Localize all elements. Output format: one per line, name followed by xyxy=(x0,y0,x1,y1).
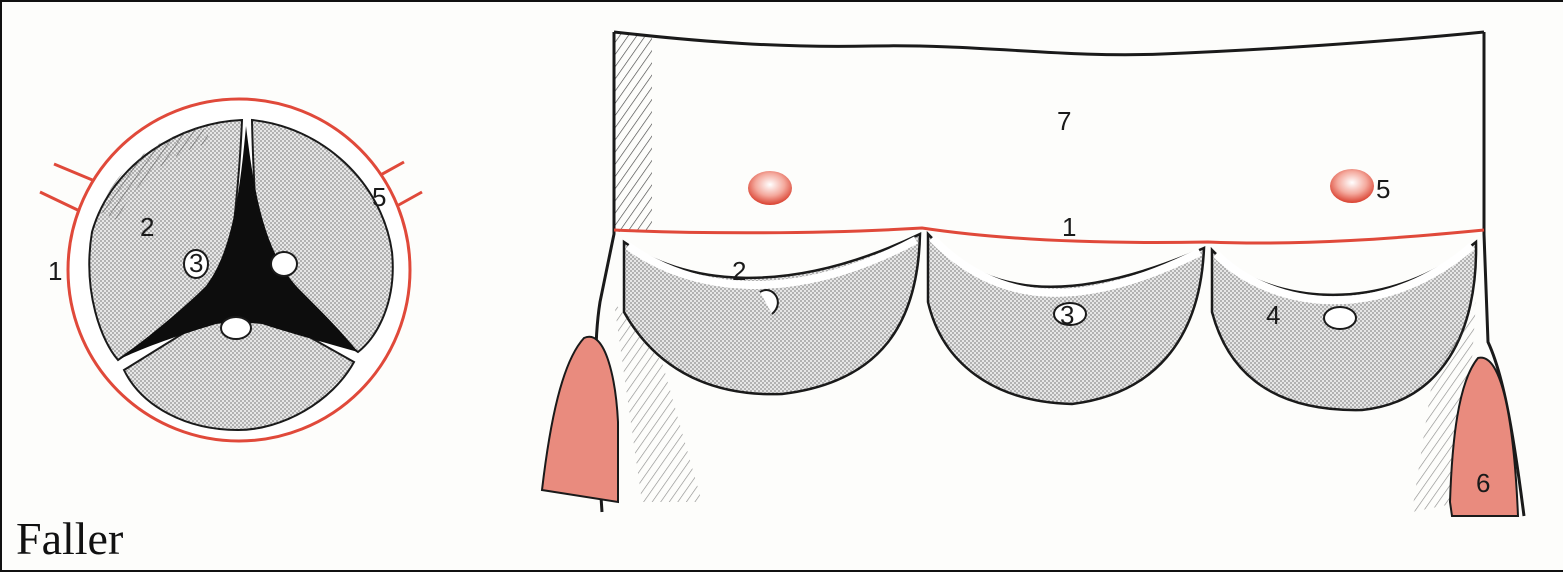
nodule-c xyxy=(221,317,251,339)
open-label-7: 7 xyxy=(1057,106,1071,136)
valve-opened-view: 7 5 1 2 3 4 6 xyxy=(542,32,1524,516)
valve-top-view: 1 2 3 5 xyxy=(40,99,422,441)
nodule-opened-3 xyxy=(1324,307,1356,329)
nodule-b xyxy=(271,252,297,276)
aortic-wall-top xyxy=(614,32,1484,55)
credit-label: Faller xyxy=(16,516,123,562)
top-label-5: 5 xyxy=(372,182,386,212)
open-label-6: 6 xyxy=(1476,468,1490,498)
top-label-1: 1 xyxy=(48,256,62,286)
open-label-5: 5 xyxy=(1376,174,1390,204)
open-label-2: 2 xyxy=(732,256,746,286)
open-label-3: 3 xyxy=(1060,300,1074,330)
coronary-ostium-right xyxy=(1330,169,1374,203)
open-label-4: 4 xyxy=(1266,300,1280,330)
left-wall xyxy=(614,32,652,232)
muscle-left xyxy=(542,337,618,502)
coronary-ostium-left xyxy=(748,171,792,205)
open-label-1: 1 xyxy=(1062,212,1076,242)
top-label-2: 2 xyxy=(140,212,154,242)
top-label-3: 3 xyxy=(189,248,203,278)
sinotubular-line xyxy=(614,228,1484,243)
